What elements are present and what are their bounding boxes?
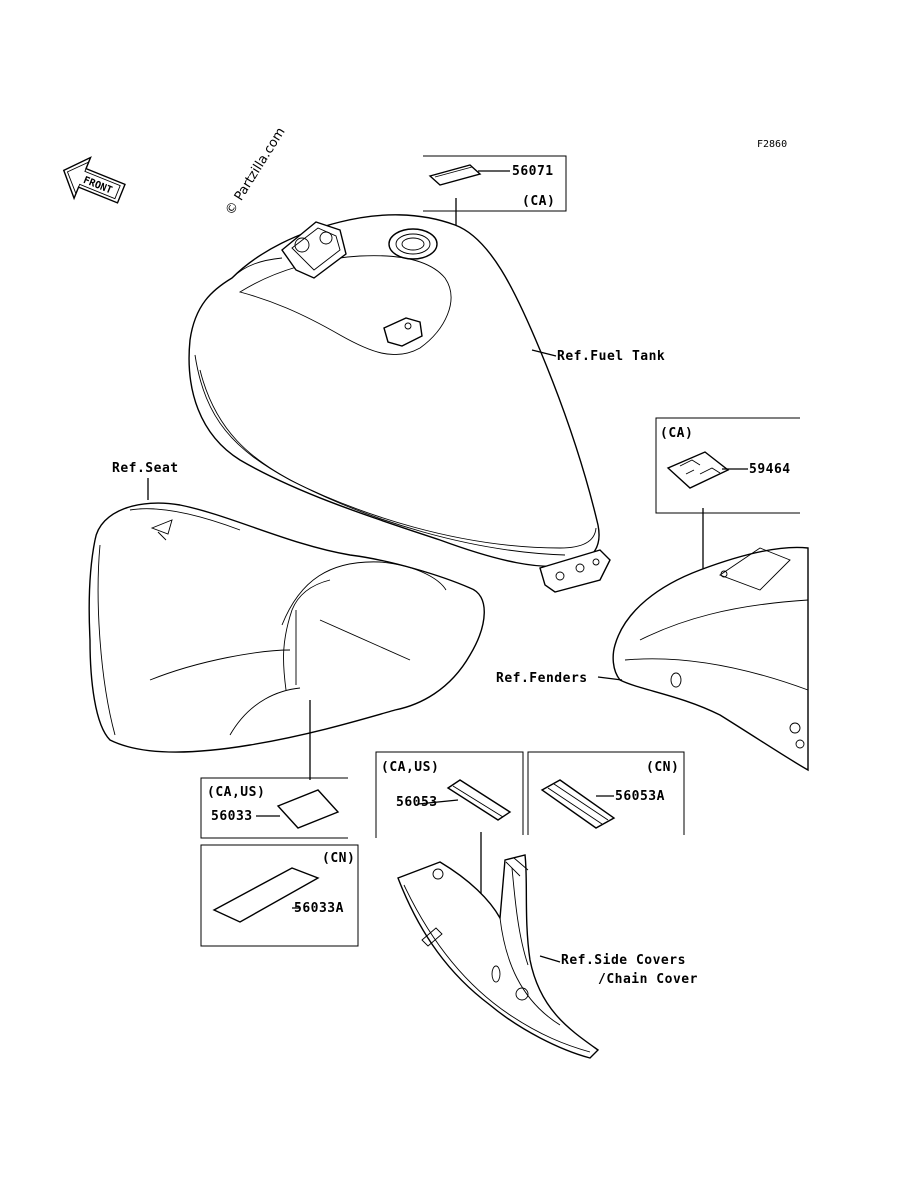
label-56033A-sticker bbox=[212, 867, 320, 923]
part-number-56071: 56071 bbox=[512, 164, 554, 179]
front-arrow-icon: FRONT bbox=[62, 156, 126, 204]
callout-56053: (CA,US) 56053 bbox=[375, 751, 524, 915]
part-number-56053A: 56053A bbox=[615, 789, 665, 804]
part-number-56033A: 56033A bbox=[294, 901, 344, 916]
side-covers: Ref.Side Covers /Chain Cover bbox=[397, 854, 698, 1059]
ref-fenders-label: Ref.Fenders bbox=[496, 671, 588, 686]
label-56071-sticker bbox=[428, 164, 482, 186]
part-number-59464: 59464 bbox=[749, 462, 791, 477]
seat: Ref.Seat bbox=[88, 461, 485, 780]
label-56053A-sticker bbox=[540, 779, 616, 829]
ref-fuel-tank-label: Ref.Fuel Tank bbox=[557, 349, 665, 364]
part-number-56053: 56053 bbox=[396, 795, 438, 810]
callout-56053A: (CN) 56053A bbox=[527, 751, 685, 835]
callout-56033: (CA,US) 56033 bbox=[200, 777, 348, 839]
region-56033: (CA,US) bbox=[207, 785, 265, 800]
fenders: Ref.Fenders bbox=[496, 546, 809, 772]
ref-side-covers-label-line2: /Chain Cover bbox=[598, 972, 698, 987]
fuel-tank: Ref.Fuel Tank bbox=[188, 214, 665, 593]
region-56053A: (CN) bbox=[646, 760, 679, 775]
label-56033-sticker bbox=[276, 789, 340, 829]
label-56053-sticker bbox=[446, 779, 512, 821]
figure-code: F2860 bbox=[757, 139, 787, 150]
part-number-56033: 56033 bbox=[211, 809, 253, 824]
callout-59464: (CA) 59464 bbox=[655, 417, 800, 590]
callout-56033A: (CN) 56033A bbox=[200, 844, 359, 947]
region-59464: (CA) bbox=[660, 426, 693, 441]
ref-side-covers-label-line1: Ref.Side Covers bbox=[561, 953, 686, 968]
region-56033A: (CN) bbox=[322, 851, 355, 866]
region-56053: (CA,US) bbox=[381, 760, 439, 775]
ref-seat-label: Ref.Seat bbox=[112, 461, 179, 476]
region-56071: (CA) bbox=[522, 194, 555, 209]
label-59464-sticker bbox=[666, 451, 730, 489]
watermark: © Partzilla.com bbox=[223, 125, 289, 218]
